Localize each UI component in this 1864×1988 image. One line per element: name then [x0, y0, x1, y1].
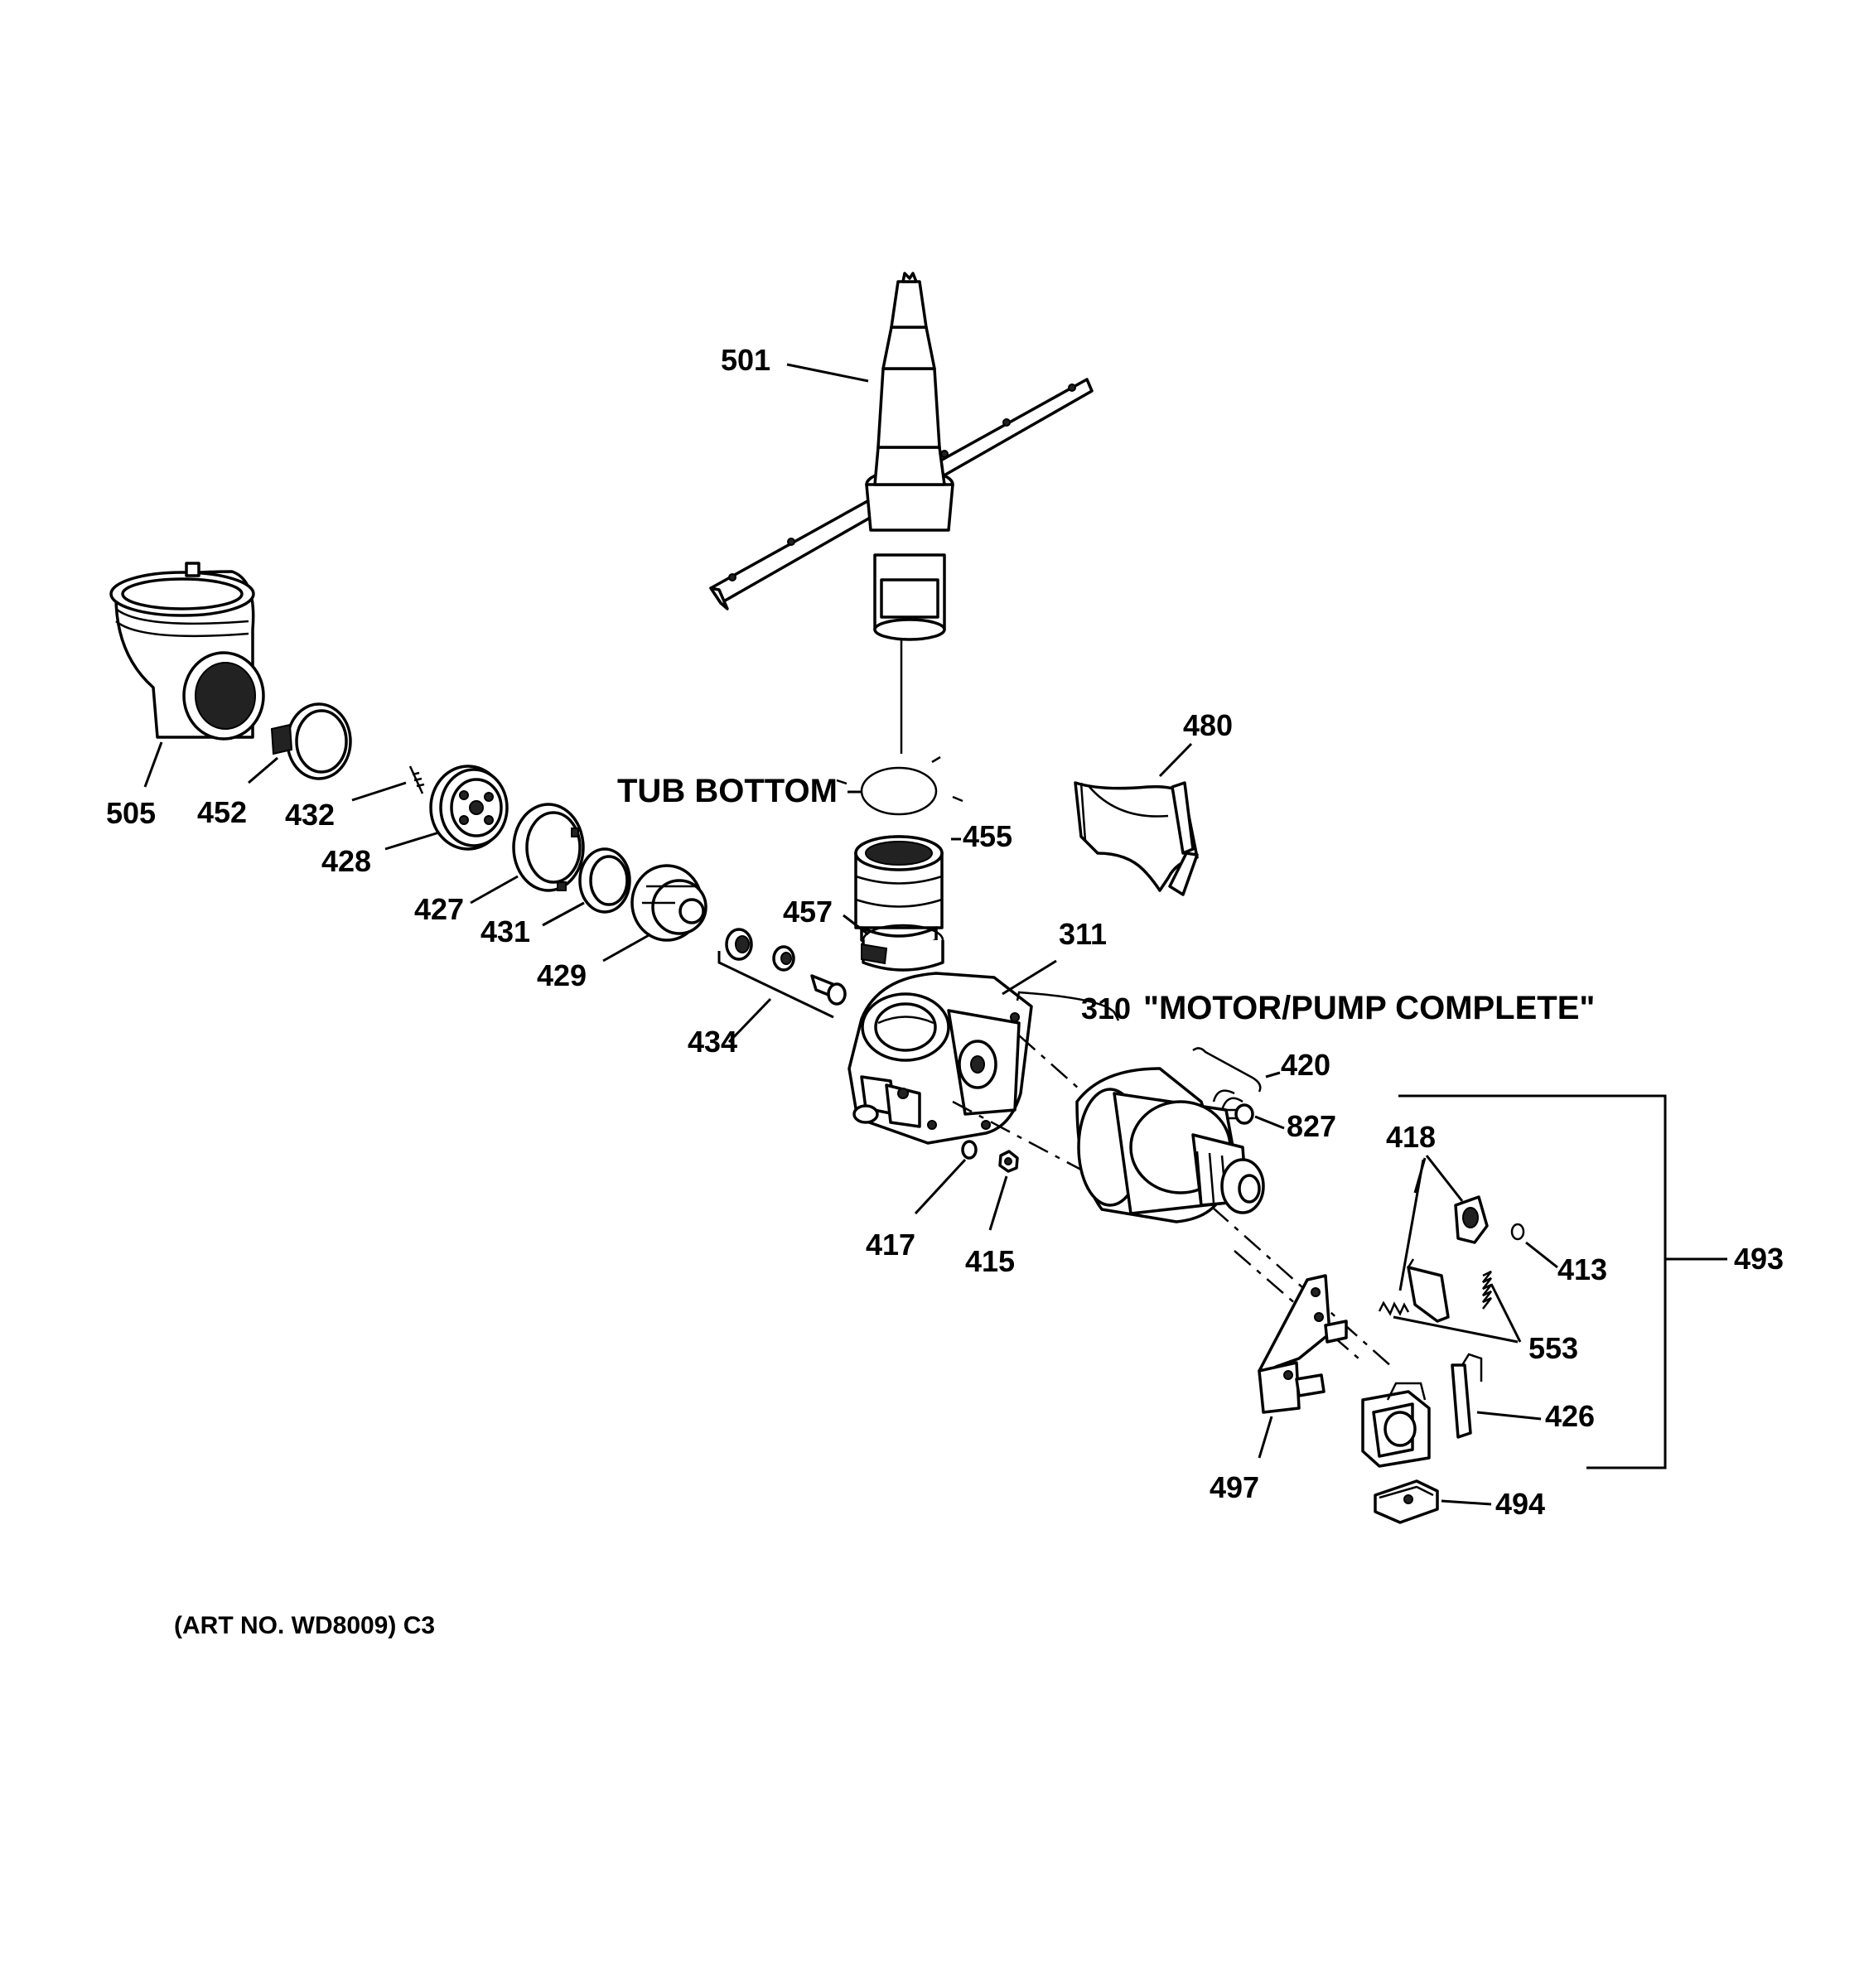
sump-housing-part: [109, 562, 265, 741]
callout-417: 417: [866, 1228, 915, 1262]
nut-part: [998, 1150, 1019, 1173]
wire-part: [1192, 1047, 1262, 1093]
motor-part: [1075, 1067, 1265, 1223]
bellows-seal-part: [854, 835, 944, 950]
callout-429: 429: [537, 958, 587, 992]
chopper-part: [408, 765, 509, 851]
solenoid-part: [1361, 1382, 1431, 1468]
callout-426: 426: [1545, 1399, 1595, 1433]
callout-432: 432: [285, 798, 335, 832]
callout-553: 553: [1528, 1331, 1578, 1365]
hose-clamp-part: [861, 924, 944, 972]
callout-310: 310: [1081, 992, 1131, 1025]
callout-505: 505: [106, 796, 156, 830]
lever-part: [1407, 1195, 1489, 1323]
callout-415: 415: [965, 1244, 1015, 1278]
callout-418: 418: [1386, 1120, 1436, 1154]
callout-493: 493: [1734, 1242, 1784, 1276]
pin-part: [1451, 1353, 1483, 1439]
pump-cap-part: [630, 864, 707, 942]
lower-spray-arm-part: [709, 272, 1094, 641]
callout-428: 428: [321, 844, 371, 878]
art-number-label: (ART NO. WD8009) C3: [174, 1612, 435, 1639]
callout-311: 311: [1059, 917, 1107, 951]
callout-434: 434: [688, 1025, 737, 1059]
callout-452: 452: [197, 795, 247, 829]
retainer-part: [578, 847, 631, 914]
deflector-part: [1074, 781, 1199, 896]
pump-housing-part: [847, 972, 1033, 1145]
callout-413: 413: [1557, 1252, 1607, 1286]
screw-part: [1226, 1103, 1254, 1125]
callout-431: 431: [480, 914, 530, 948]
callout-480: 480: [1183, 708, 1233, 742]
callout-457: 457: [783, 895, 833, 929]
callout-420: 420: [1281, 1048, 1330, 1082]
callout-494: 494: [1495, 1487, 1545, 1521]
motor-pump-complete-label: "MOTOR/PUMP COMPLETE": [1143, 990, 1595, 1026]
callout-827: 827: [1287, 1109, 1336, 1143]
seal-ring-part: [512, 803, 585, 892]
callout-497: 497: [1210, 1470, 1259, 1504]
clamp-part: [270, 702, 352, 780]
callout-501: 501: [721, 343, 770, 377]
clip-part: [1510, 1223, 1525, 1241]
fittings-kit-part: [725, 928, 847, 1006]
callout-455: 455: [963, 819, 1012, 853]
tub-bottom-label: TUB BOTTOM: [617, 773, 838, 809]
washer-part: [961, 1140, 978, 1160]
mounting-bracket-part: [1258, 1274, 1348, 1414]
terminal-cover-part: [1374, 1479, 1439, 1524]
callout-427: 427: [414, 892, 464, 926]
